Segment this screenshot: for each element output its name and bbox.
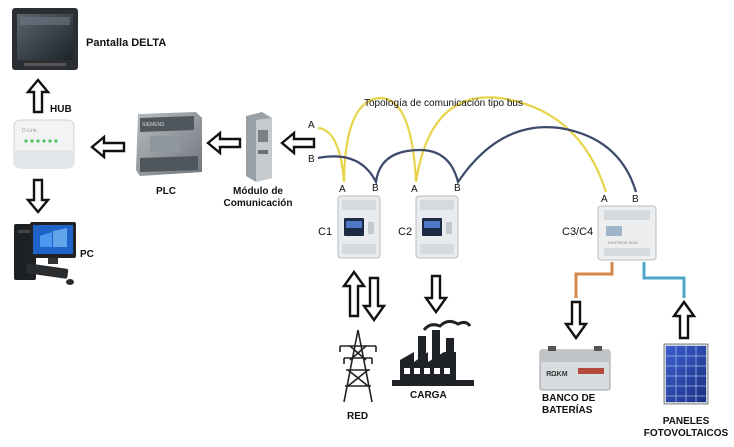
bus-line-a: [317, 96, 608, 193]
svg-text:D-Link: D-Link: [22, 128, 37, 134]
arrow-battery-down: [563, 300, 589, 341]
arrow-red-up: [341, 269, 367, 318]
bus-line-b: [317, 126, 638, 193]
panel-cable: [642, 262, 686, 298]
communication-module: [246, 112, 272, 182]
hub-device: D-Link: [13, 119, 75, 169]
c2-terminal-a: A: [411, 184, 418, 195]
label-battery-bank: BANCO DE BATERÍAS: [542, 393, 596, 416]
arrow-bus-to-module: [280, 130, 316, 156]
delta-screen: [12, 8, 78, 70]
factory-icon: [392, 319, 474, 386]
c3-terminal-a: A: [601, 194, 608, 205]
arrow-hub-to-screen: [25, 78, 51, 114]
label-plc: PLC: [156, 186, 176, 197]
battery-bank-icon: ЯΩKM: [539, 346, 611, 391]
solar-panel-icon: [663, 343, 709, 405]
label-hub: HUB: [50, 104, 72, 115]
label-pv-panels: PANELES FOTOVOLTAICOS: [643, 416, 729, 439]
arrow-hub-to-pc: [25, 178, 51, 214]
module-terminal-a: A: [308, 120, 315, 131]
meter-c2: [415, 195, 459, 259]
arrow-red-down: [361, 276, 387, 323]
meter-c1: [337, 195, 381, 259]
label-carga: CARGA: [410, 390, 447, 401]
label-delta-screen: Pantalla DELTA: [86, 37, 167, 49]
battery-cable: [574, 262, 614, 298]
meter-c3-c4: EASTRON SDM: [597, 205, 657, 261]
svg-text:EASTRON SDM: EASTRON SDM: [608, 240, 637, 245]
c3-terminal-b: B: [632, 194, 639, 205]
c2-terminal-b: B: [454, 183, 461, 194]
label-c1: C1: [318, 226, 333, 238]
c1-terminal-b: B: [372, 183, 379, 194]
arrow-module-to-plc: [206, 130, 242, 156]
arrow-plc-to-hub: [90, 134, 126, 160]
label-communication-module: Módulo de Comunicación: [223, 186, 293, 209]
arrow-panels-up: [671, 299, 697, 340]
transmission-tower-icon: [339, 329, 377, 403]
arrow-carga-down: [423, 274, 449, 315]
svg-text:ЯΩKM: ЯΩKM: [546, 371, 568, 378]
diagram-title: Topología de comunicación tipo bus: [364, 98, 523, 109]
svg-text:SIEMENS: SIEMENS: [142, 122, 165, 128]
label-pc: PC: [80, 249, 94, 260]
c1-terminal-a: A: [339, 184, 346, 195]
module-terminal-b: B: [308, 154, 315, 165]
plc-device: SIEMENS: [136, 112, 202, 176]
label-c2: C2: [398, 226, 413, 238]
label-red: RED: [347, 411, 369, 422]
bus-wiring: [317, 96, 638, 193]
label-c3-c4: C3/C4: [562, 226, 594, 238]
pc-computer: [14, 222, 76, 285]
